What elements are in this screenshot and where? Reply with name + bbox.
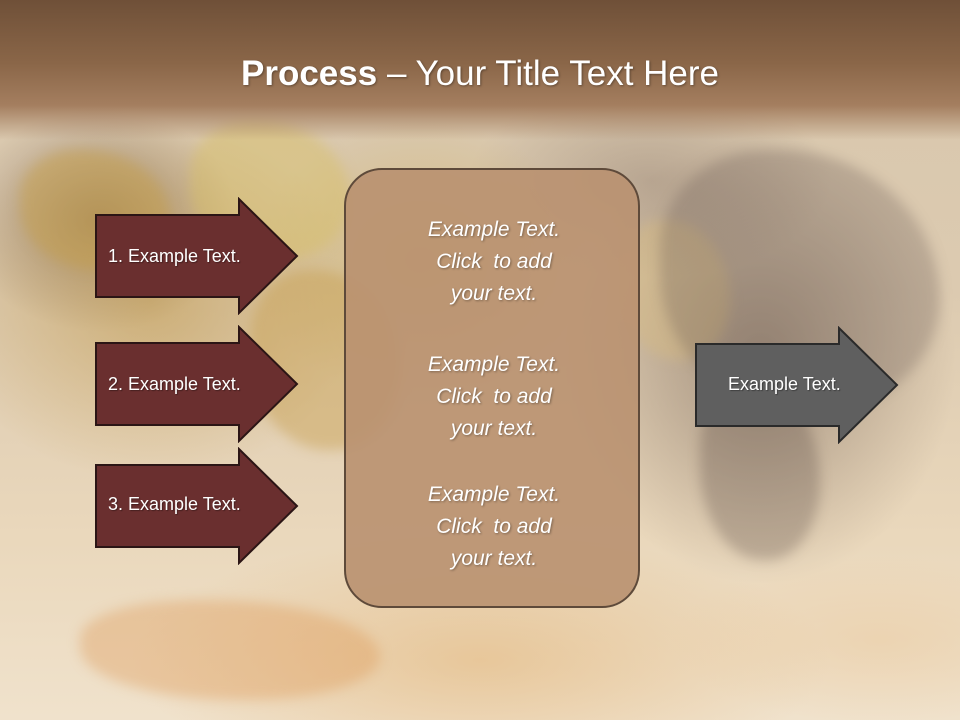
step-label-2: 2. Example Text. xyxy=(108,374,241,394)
title-rest: – Your Title Text Here xyxy=(377,54,719,93)
arrow-shape xyxy=(695,326,899,444)
step-arrow-3[interactable]: 3. Example Text. xyxy=(94,447,300,565)
center-block-2: Example Text. Click to add your text. xyxy=(346,349,642,445)
arrow-shape xyxy=(95,325,299,443)
center-block-1-line3: your text. xyxy=(450,282,538,305)
title-band xyxy=(0,0,960,140)
center-block-2-line1: Example Text. xyxy=(427,353,561,376)
step-arrow-2[interactable]: 2. Example Text. xyxy=(94,325,300,443)
arrow-shape xyxy=(95,197,299,315)
center-block-2-line2: Click to add xyxy=(436,385,552,408)
center-block-3-line1: Example Text. xyxy=(427,483,561,506)
center-block-2-line3: your text. xyxy=(450,417,538,440)
center-block-3-line3: your text. xyxy=(450,547,538,570)
slide-title[interactable]: Process – Your Title Text Here xyxy=(0,52,960,96)
center-block-1: Example Text. Click to add your text. xyxy=(346,214,642,310)
center-block-1-line2: Click to add xyxy=(436,250,552,273)
center-block-3: Example Text. Click to add your text. xyxy=(346,479,642,575)
center-block-3-line2: Click to add xyxy=(436,515,552,538)
title-bold: Process xyxy=(241,54,378,93)
step-label-3: 3. Example Text. xyxy=(108,494,241,514)
center-block-1-line1: Example Text. xyxy=(427,218,561,241)
step-arrow-1[interactable]: 1. Example Text. xyxy=(94,197,300,315)
arrow-shape xyxy=(95,447,299,565)
center-text-box[interactable]: Example Text. Click to add your text. Ex… xyxy=(344,168,640,608)
step-label-1: 1. Example Text. xyxy=(108,246,241,266)
result-arrow[interactable]: Example Text. xyxy=(694,326,900,444)
result-label: Example Text. xyxy=(728,374,841,394)
